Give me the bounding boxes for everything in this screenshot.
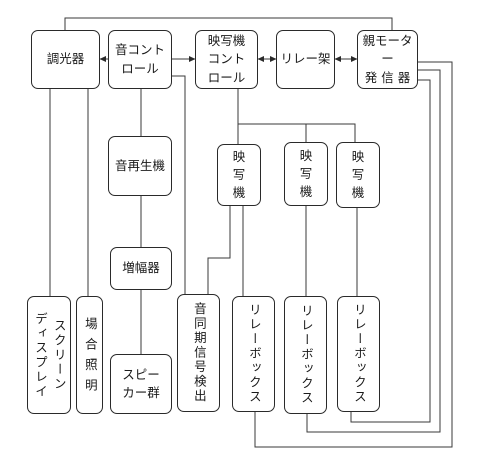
sync-detector-label: 音同期信号検出 xyxy=(191,302,207,404)
screen-display-box: スクリーン ディスプレイ xyxy=(27,296,71,414)
line-sound-sync xyxy=(172,75,186,294)
line-top-loop xyxy=(64,17,393,30)
line-control-projectors xyxy=(237,89,356,142)
dimmer-box: 調光器 xyxy=(31,30,100,89)
sound-control-box: 音コント ロール xyxy=(108,30,172,89)
projector-2-box: 映 写 機 xyxy=(284,142,328,206)
relay-box-2: リレーボックス xyxy=(284,296,327,414)
projector-2-label: 映 写 機 xyxy=(299,147,313,200)
loop-relaybox1 xyxy=(254,61,453,448)
loop-relaybox3 xyxy=(350,79,431,423)
dimmer-label: 調光器 xyxy=(46,51,85,67)
venue-lighting-label: 場 合 照 明 xyxy=(82,317,98,393)
amplifier-box: 増幅器 xyxy=(110,247,172,290)
relay-box-3: リレーボックス xyxy=(337,296,380,412)
relay-box-2-label: リレーボックス xyxy=(298,304,314,406)
relay-rack-box: リレー架 xyxy=(276,30,335,89)
amplifier-label: 増幅器 xyxy=(122,260,160,276)
venue-lighting-box: 場 合 照 明 xyxy=(76,296,103,414)
loop-relaybox2 xyxy=(306,69,441,433)
projector-control-label: 映写機 コント ロール xyxy=(207,33,246,85)
projector-control-box: 映写機 コント ロール xyxy=(195,30,258,89)
master-motor-generator-label: 親モーター 発 信 器 xyxy=(362,33,413,85)
relay-rack-label: リレー架 xyxy=(280,51,331,67)
master-motor-generator-box: 親モーター 発 信 器 xyxy=(357,30,418,89)
projector-3-label: 映 写 機 xyxy=(351,148,365,201)
speaker-group-label: スピー カー群 xyxy=(122,366,160,400)
sound-player-box: 音再生機 xyxy=(108,136,172,196)
projector-3-box: 映 写 機 xyxy=(336,142,380,208)
relay-box-1-label: リレーボックス xyxy=(246,303,262,405)
sound-control-label: 音コント ロール xyxy=(114,42,165,76)
relay-box-1: リレーボックス xyxy=(232,296,275,412)
relay-box-3-label: リレーボックス xyxy=(351,303,367,405)
screen-display-label: スクリーン ディスプレイ xyxy=(33,311,67,399)
projector-1-label: 映 写 機 xyxy=(232,148,246,201)
projector-1-box: 映 写 機 xyxy=(217,144,261,206)
sync-detector-box: 音同期信号検出 xyxy=(177,294,220,412)
speaker-group-box: スピー カー群 xyxy=(110,354,172,414)
line-projector1-sync xyxy=(207,206,231,294)
sound-player-label: 音再生機 xyxy=(114,157,165,173)
